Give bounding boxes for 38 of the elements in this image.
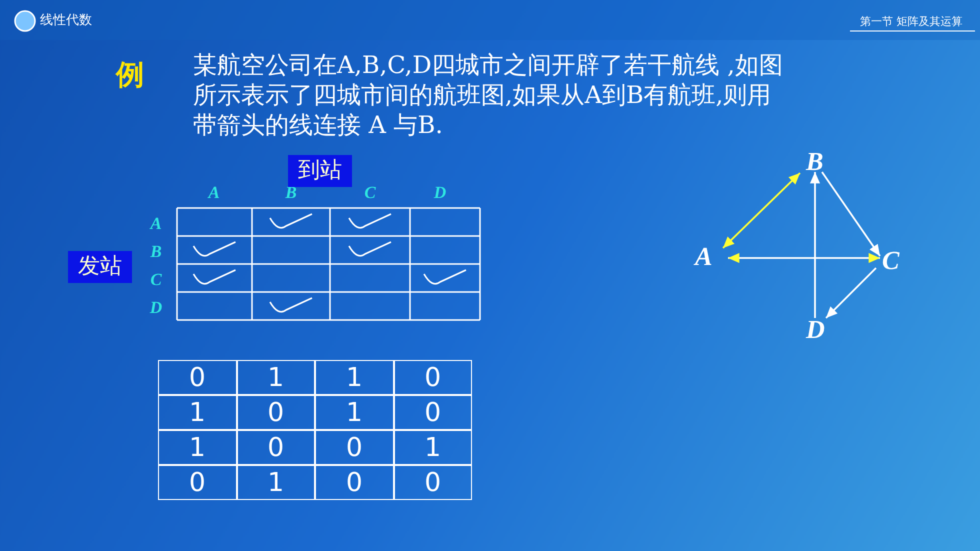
station-box: 发站 [68,251,132,283]
city-label: C [882,247,900,275]
matrix-cell: 1 [158,430,236,465]
row-header: B [149,242,163,262]
matrix-cell: 1 [158,395,236,430]
matrix-cell: 0 [394,395,472,430]
matrix-cell: 0 [158,360,236,395]
section-title: 第一节 矩阵及其运算 [860,14,962,29]
column-header: A [206,183,221,203]
matrix-cell: 1 [315,395,394,430]
city-label: D [806,316,825,344]
example-mark: 例 [116,57,144,93]
matrix-cell: 1 [236,465,315,500]
problem-text: 某航空公司在A,B,C,D四城市之间开辟了若干航线 ,如图所示表示了四城市间的航班图,如果从A到B有航班,则用带箭头的线连接 A 与B. [193,50,783,140]
row-header: D [148,298,164,318]
column-header: C [363,183,377,203]
matrix-cell: 1 [394,430,472,465]
matrix-cell: 1 [315,360,394,395]
matrix-cell: 0 [158,465,236,500]
station-box: 到站 [288,155,352,187]
column-header: D [432,183,448,203]
matrix-cell: 0 [236,395,315,430]
city-label: B [806,148,824,176]
arrow [722,172,801,249]
city-label: A [695,243,712,271]
header-title: 线性代数 [40,12,92,29]
matrix-cell: 1 [236,360,315,395]
row-header: A [148,214,163,234]
arrow [728,252,880,264]
arrow [821,171,881,257]
matrix-cell: 0 [394,360,472,395]
matrix-cell: 0 [236,430,315,465]
arrow [810,172,820,318]
matrix-cell: 0 [394,465,472,500]
row-header: C [149,270,163,290]
matrix-cell: 0 [315,465,394,500]
arrow [825,267,877,319]
matrix-cell: 0 [315,430,394,465]
